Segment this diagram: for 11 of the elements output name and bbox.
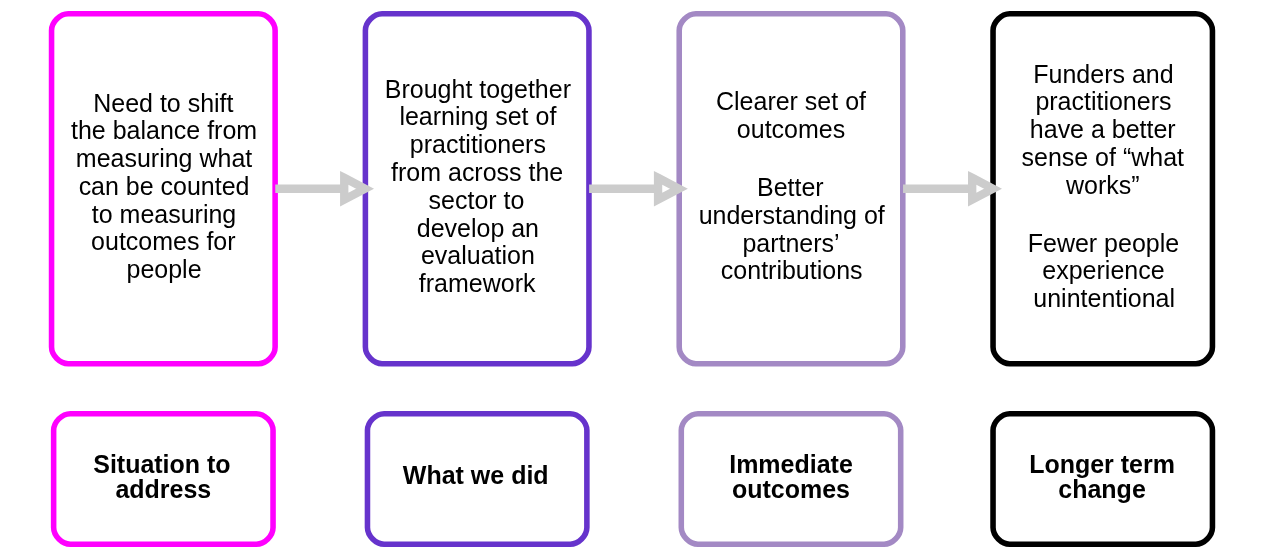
node-box: Longer term change [989, 410, 1215, 547]
arrow [274, 170, 374, 207]
node-box: Immediate outcomes [678, 410, 903, 547]
node-box: Funders and practitioners have a better sense of “what works” Fewer people experience unintentional [989, 11, 1215, 367]
node-box: Need to shift the balance from measuring what can be counted to measuring outcomes for people [48, 11, 278, 367]
node-box: Situation to address [50, 410, 276, 547]
arrow [588, 170, 688, 207]
node-box: Brought together learning set of practitioners from across the sector to develop an evaluation framework [362, 11, 592, 367]
arrow [902, 170, 1002, 207]
node-box: What we did [364, 410, 590, 547]
node-box: Clearer set of outcomes Better understanding of partners’ contributions [675, 11, 906, 367]
